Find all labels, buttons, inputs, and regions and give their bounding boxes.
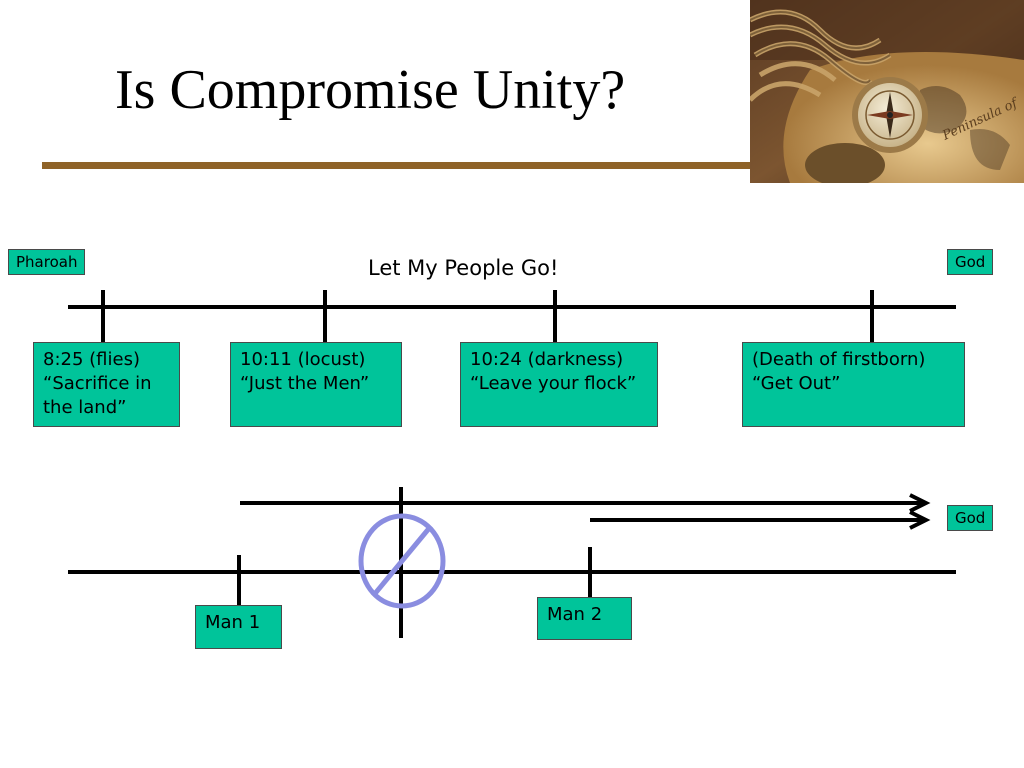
man1-label: Man 1 xyxy=(195,605,282,649)
man2-label: Man 2 xyxy=(537,597,632,640)
no-sign-icon xyxy=(358,513,446,609)
pharoah-label: Pharoah xyxy=(8,249,86,275)
corner-photo: Peninsula of xyxy=(750,0,1024,183)
title-divider xyxy=(42,162,752,169)
event-firstborn: (Death of firstborn) “Get Out” xyxy=(742,342,965,427)
event-darkness: 10:24 (darkness) “Leave your flock” xyxy=(460,342,658,427)
event-flies: 8:25 (flies) “Sacrifice in the land” xyxy=(33,342,180,427)
god-label-bottom: God xyxy=(947,505,994,531)
slide-title: Is Compromise Unity? xyxy=(115,59,626,121)
timeline-heading: Let My People Go! xyxy=(368,256,559,280)
god-label-top: God xyxy=(947,249,994,275)
event-locust: 10:11 (locust) “Just the Men” xyxy=(230,342,402,427)
